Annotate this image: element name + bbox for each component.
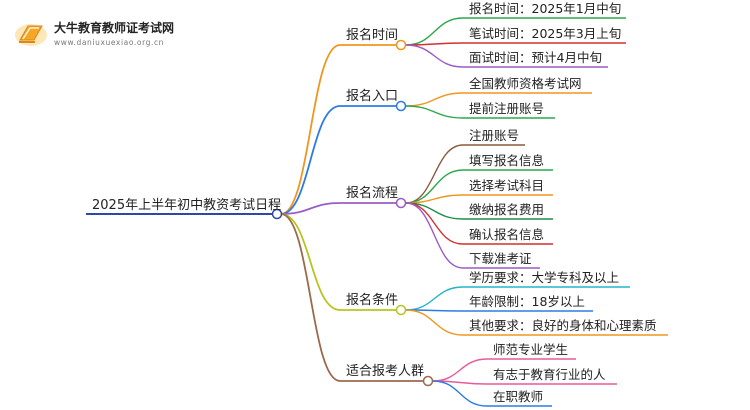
branch-entry-label[interactable]: 报名入口 [346,88,398,104]
branch-flow-leaf-4-label[interactable]: 缴纳报名费用 [469,202,544,217]
logo-site-url: www.daniuxuexiao.org.cn [54,38,165,47]
branch-flow-node[interactable] [395,197,407,209]
branch-time-edge [280,44,341,215]
branch-time-label[interactable]: 报名时间 [346,27,398,43]
branch-flow-leaf-2-label[interactable]: 填写报名信息 [469,153,544,168]
branch-flow-leaf-5-edge [405,202,464,245]
branch-people-leaf-2-label[interactable]: 有志于教育行业的人 [493,367,606,382]
branch-flow-leaf-3-label[interactable]: 选择考试科目 [469,178,544,193]
branch-cond-leaf-1-label[interactable]: 学历要求：大学专科及以上 [469,270,619,285]
branch-entry-leaf-2-edge [405,105,464,119]
branch-entry-edge [280,105,341,215]
branch-time-leaf-3-edge [405,44,464,68]
book-logo-icon [15,24,47,46]
branch-cond-leaf-3-label[interactable]: 其他要求：良好的身体和心理素质 [469,318,657,333]
mind-map-nodes [271,39,434,387]
branch-entry-node[interactable] [395,100,407,112]
branch-flow-leaf-5-label[interactable]: 确认报名信息 [469,227,544,242]
branch-cond-node[interactable] [395,304,407,316]
branch-time-leaf-1-edge [405,17,464,46]
root-topic[interactable]: 2025年上半年初中教资考试日程 [92,197,281,213]
mind-map-underlines [86,17,668,407]
branch-flow-leaf-1-edge [405,144,464,204]
mind-map-edges [280,17,488,407]
branch-flow-leaf-1-label[interactable]: 注册账号 [469,128,519,143]
branch-entry-leaf-1-edge [405,92,464,107]
branch-entry-leaf-2-label[interactable]: 提前注册账号 [469,101,544,116]
branch-cond-leaf-1-edge [405,286,464,311]
branch-people-leaf-3-edge [432,380,488,407]
branch-time-leaf-3-label[interactable]: 面试时间：预计4月中旬 [469,50,602,65]
branch-flow-leaf-6-edge [405,202,464,269]
branch-people-edge [280,213,341,382]
branch-flow-edge [280,202,341,215]
branch-time-node[interactable] [395,39,407,51]
logo-site-name: 大牛教育教师证考试网 [54,21,175,35]
mind-map-labels: 2025年上半年初中教资考试日程 报名时间 报名时间：2025年1月中旬笔试时间：2… [92,1,657,404]
branch-entry-leaf-1-label[interactable]: 全国教师资格考试网 [469,76,582,91]
branch-people-leaf-3-label[interactable]: 在职教师 [493,389,543,404]
branch-time-leaf-1-label[interactable]: 报名时间：2025年1月中旬 [469,1,621,16]
branch-cond-leaf-3-edge [405,309,464,336]
branch-cond-edge [280,213,341,311]
site-logo[interactable]: 大牛教育教师证考试网 www.daniuxuexiao.org.cn [14,14,204,54]
branch-people-node[interactable] [422,375,434,387]
branch-cond-label[interactable]: 报名条件 [346,292,398,308]
branch-people-label[interactable]: 适合报考人群 [346,364,424,379]
branch-flow-leaf-6-label[interactable]: 下载准考证 [469,251,532,266]
branch-people-leaf-1-edge [432,358,488,382]
branch-people-leaf-1-label[interactable]: 师范专业学生 [493,342,568,357]
root-node[interactable] [271,208,283,220]
branch-flow-label[interactable]: 报名流程 [346,185,398,201]
branch-time-leaf-2-label[interactable]: 笔试时间：2025年3月上旬 [469,26,621,41]
branch-cond-leaf-2-label[interactable]: 年龄限制：18岁以上 [469,294,585,309]
